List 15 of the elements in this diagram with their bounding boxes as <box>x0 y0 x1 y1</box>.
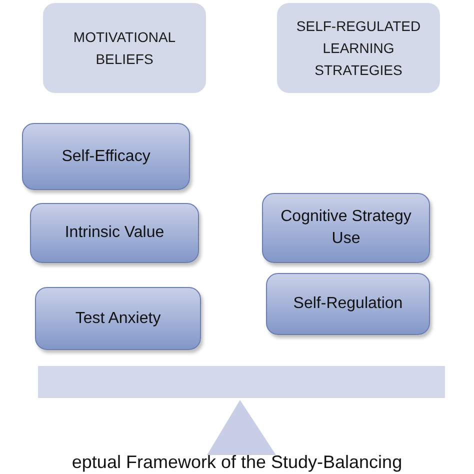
box-label: Self-Regulation <box>293 294 403 314</box>
category-box <box>277 3 440 93</box>
weight-box <box>22 123 190 190</box>
box-label: SELF-REGULATED LEARNING STRATEGIES <box>295 17 422 80</box>
box-label: Self-Efficacy <box>62 146 150 166</box>
caption: eptual Framework of the Study-Balancing <box>70 451 404 474</box>
weight-box <box>262 193 430 263</box>
box-label: Test Anxiety <box>75 308 161 328</box>
box-label: MOTIVATIONAL BELIEFS <box>72 28 177 69</box>
weight-box <box>266 273 430 335</box>
box-label: Intrinsic Value <box>64 223 164 243</box>
weight-box <box>35 287 201 350</box>
category-box <box>43 3 206 93</box>
box-label: Cognitive Strategy Use <box>280 207 412 249</box>
weight-box <box>30 203 199 263</box>
